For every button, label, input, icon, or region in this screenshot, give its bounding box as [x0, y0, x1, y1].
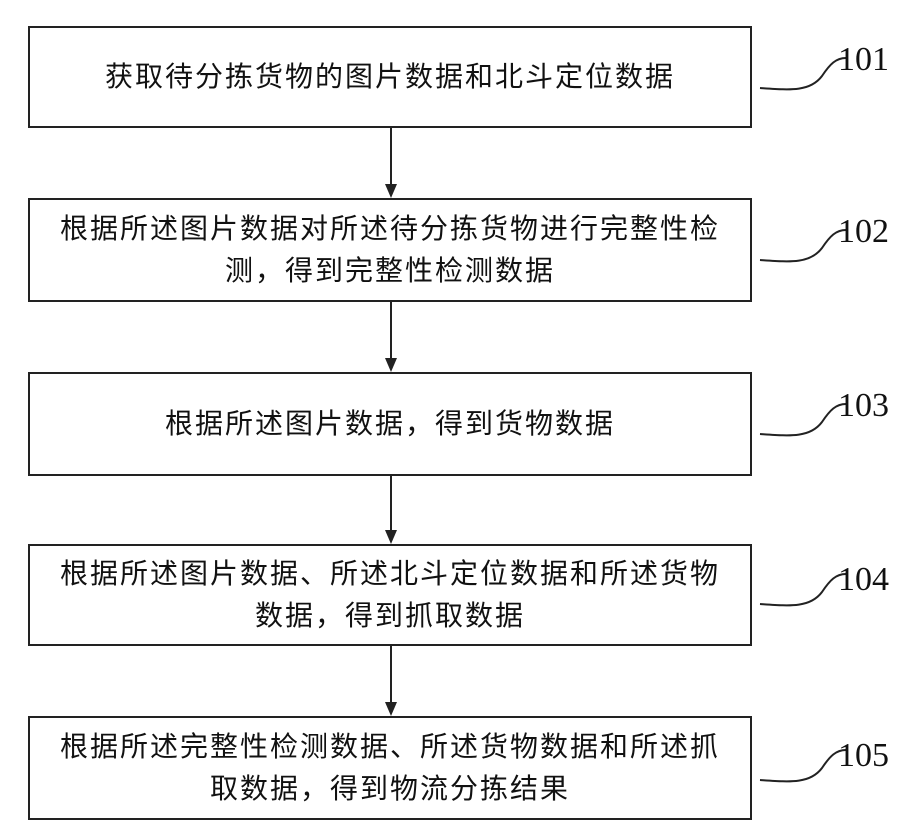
arrow-103-to-104: [385, 476, 397, 544]
leader-line-102: [760, 212, 850, 272]
leader-line-105: [760, 732, 850, 792]
step-box-101: 获取待分拣货物的图片数据和北斗定位数据: [28, 26, 752, 128]
step-box-103: 根据所述图片数据，得到货物数据: [28, 372, 752, 476]
step-text-101: 获取待分拣货物的图片数据和北斗定位数据: [87, 56, 693, 98]
step-text-102: 根据所述图片数据对所述待分拣货物进行完整性检测，得到完整性检测数据: [30, 208, 750, 292]
step-label-105: 105: [838, 736, 889, 776]
leader-line-104: [760, 556, 850, 616]
step-text-105: 根据所述完整性检测数据、所述货物数据和所述抓取数据，得到物流分拣结果: [30, 726, 750, 810]
step-text-103: 根据所述图片数据，得到货物数据: [147, 403, 633, 445]
leader-line-101: [760, 40, 850, 100]
step-text-104: 根据所述图片数据、所述北斗定位数据和所述货物数据，得到抓取数据: [30, 553, 750, 637]
step-box-105: 根据所述完整性检测数据、所述货物数据和所述抓取数据，得到物流分拣结果: [28, 716, 752, 820]
arrow-101-to-102: [385, 128, 397, 198]
step-box-104: 根据所述图片数据、所述北斗定位数据和所述货物数据，得到抓取数据: [28, 544, 752, 646]
arrow-104-to-105: [385, 646, 397, 716]
step-box-102: 根据所述图片数据对所述待分拣货物进行完整性检测，得到完整性检测数据: [28, 198, 752, 302]
step-label-103: 103: [838, 386, 889, 426]
step-label-101: 101: [838, 40, 889, 80]
leader-line-103: [760, 386, 850, 446]
step-label-102: 102: [838, 212, 889, 252]
step-label-104: 104: [838, 560, 889, 600]
arrow-102-to-103: [385, 302, 397, 372]
